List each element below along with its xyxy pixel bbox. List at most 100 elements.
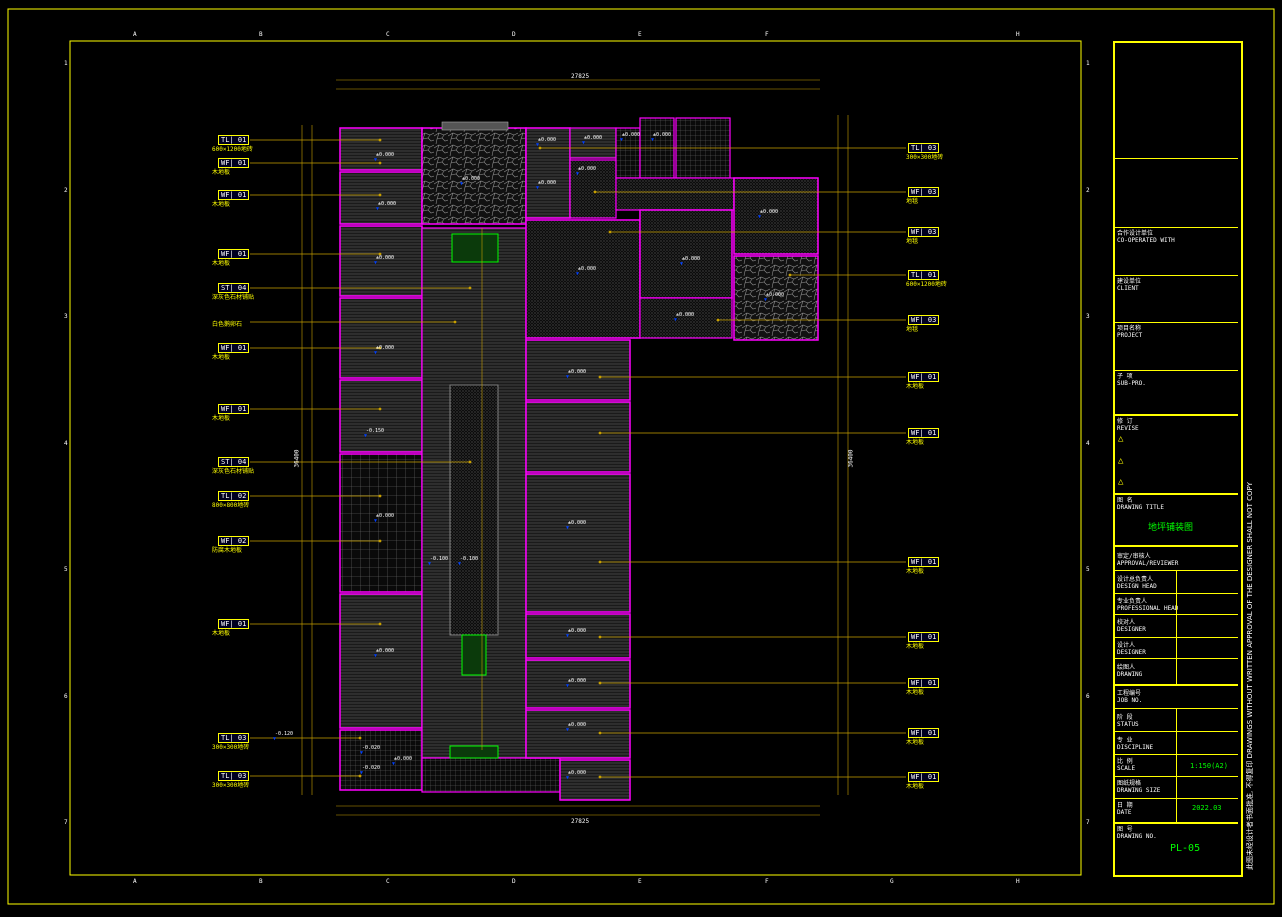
material-description: 木地板 <box>906 689 925 696</box>
material-description: 木地板 <box>906 568 925 575</box>
job-no-label: 工程编号 JOB NO. <box>1117 690 1143 704</box>
top-dimension-total: 27825 <box>571 73 590 80</box>
project-label: 项目名称 PROJECT <box>1117 325 1143 339</box>
title-block <box>1113 41 1243 877</box>
grid-column-label-bottom: D <box>512 878 516 885</box>
leader-dot <box>358 774 362 778</box>
grid-column-label-bottom: F <box>765 878 769 885</box>
elevation-mark: ±0.000 <box>376 152 395 158</box>
material-description: 深灰色石材铺贴 <box>212 294 255 301</box>
elevation-mark: -0.020 <box>362 745 381 751</box>
material-description: 木地板 <box>906 383 925 390</box>
elevation-triangle-icon: ▼ <box>566 683 570 689</box>
client-label: 建设单位 CLIENT <box>1117 278 1142 292</box>
elevation-triangle-icon: ▼ <box>360 750 364 756</box>
elevation-triangle-icon: ▼ <box>376 206 380 212</box>
material-tag: WF| 01 <box>908 678 940 688</box>
revision-triangle-icon-3: △ <box>1118 477 1124 487</box>
scale-value: 1:150(A2) <box>1190 762 1228 770</box>
leader-dot <box>358 736 362 740</box>
drawing-title: 地坪铺装图 <box>1148 523 1194 533</box>
grid-row-label: 4 <box>64 440 68 447</box>
grid-row-label: 3 <box>64 313 68 320</box>
scale-label: 比 例 SCALE <box>1117 758 1136 772</box>
material-description: 木地板 <box>212 630 231 637</box>
elevation-mark: ±0.000 <box>462 176 481 182</box>
material-tag: WF| 01 <box>218 404 250 414</box>
right-dimension-total: 36400 <box>847 449 855 468</box>
elevation-mark: -0.150 <box>366 428 385 434</box>
elevation-triangle-icon: ▼ <box>458 561 462 567</box>
material-description: 300×300地砖 <box>906 154 944 161</box>
elevation-mark: ±0.000 <box>376 345 395 351</box>
elevation-triangle-icon: ▼ <box>374 653 378 659</box>
material-description: 木地板 <box>212 354 231 361</box>
leader-dot <box>378 346 382 350</box>
grid-column-label-bottom: A <box>133 878 137 885</box>
elevation-triangle-icon: ▼ <box>566 775 570 781</box>
status-label: 阶 段 STATUS <box>1117 714 1139 728</box>
material-tag: WF| 03 <box>908 187 940 197</box>
grid-column-label: B <box>259 31 263 38</box>
material-tag: WF| 03 <box>908 315 940 325</box>
elevation-triangle-icon: ▼ <box>360 770 364 776</box>
material-description: 300×300地砖 <box>212 744 250 751</box>
leader-dot <box>468 460 472 464</box>
grid-column-label-bottom: C <box>386 878 390 885</box>
drawing-title-label: 图 名 DRAWING TITLE <box>1117 497 1164 511</box>
material-tag: WF| 01 <box>908 632 940 642</box>
material-description: 木地板 <box>906 439 925 446</box>
grid-column-label: F <box>765 31 769 38</box>
material-description: 白色鹅卵石 <box>212 321 243 328</box>
dimension-lines <box>301 79 849 816</box>
grid-row-label: 2 <box>64 187 68 194</box>
grid-row-label: 7 <box>1086 819 1090 826</box>
material-tag: ST| 04 <box>218 283 250 293</box>
grid-column-label-bottom: H <box>1016 878 1020 885</box>
revision-triangle-icon-2: △ <box>1118 456 1124 466</box>
elevation-triangle-icon: ▼ <box>536 142 540 148</box>
elevation-mark: ±0.000 <box>568 520 587 526</box>
material-tag: WF| 01 <box>908 728 940 738</box>
bottom-dimension-total: 27825 <box>571 818 590 825</box>
grid-row-label: 5 <box>1086 566 1090 573</box>
grid-row-label: 6 <box>64 693 68 700</box>
grid-row-label: 2 <box>1086 187 1090 194</box>
material-tag: TL| 01 <box>218 135 250 145</box>
leader-dot <box>598 635 602 639</box>
leader-dot <box>378 539 382 543</box>
drawing-no-label: 图 号 DRAWING NO. <box>1117 826 1157 840</box>
material-description: 800×800地砖 <box>212 502 250 509</box>
elevation-triangle-icon: ▼ <box>576 271 580 277</box>
leader-dot <box>378 193 382 197</box>
revise-label: 修 订 REVISE <box>1117 418 1139 432</box>
elevation-mark: ±0.000 <box>568 722 587 728</box>
grid-column-label: E <box>638 31 642 38</box>
leader-dot <box>598 681 602 685</box>
elevation-mark: ±0.000 <box>568 678 587 684</box>
leader-dot <box>378 407 382 411</box>
elevation-mark: ±0.000 <box>578 166 597 172</box>
elevation-mark: ±0.000 <box>376 255 395 261</box>
elevation-triangle-icon: ▼ <box>374 157 378 163</box>
leader-dot <box>538 146 542 150</box>
elevation-triangle-icon: ▼ <box>536 185 540 191</box>
elevation-triangle-icon: ▼ <box>428 561 432 567</box>
material-description: 木地板 <box>906 783 925 790</box>
elevation-triangle-icon: ▼ <box>273 736 277 742</box>
elevation-triangle-icon: ▼ <box>764 297 768 303</box>
leader-dot <box>468 286 472 290</box>
elevation-triangle-icon: ▼ <box>392 761 396 767</box>
elevation-mark: ±0.000 <box>394 756 413 762</box>
date-value: 2022.03 <box>1192 804 1222 812</box>
designer-label: 设计人 DESIGNER <box>1117 642 1146 656</box>
elevation-triangle-icon: ▼ <box>758 214 762 220</box>
grid-row-label: 1 <box>1086 60 1090 67</box>
leader-dot <box>378 494 382 498</box>
grid-row-label: 6 <box>1086 693 1090 700</box>
elevation-mark: ±0.000 <box>568 770 587 776</box>
elevation-mark: ±0.000 <box>760 209 779 215</box>
revision-triangle-icon-1: △ <box>1118 434 1124 444</box>
